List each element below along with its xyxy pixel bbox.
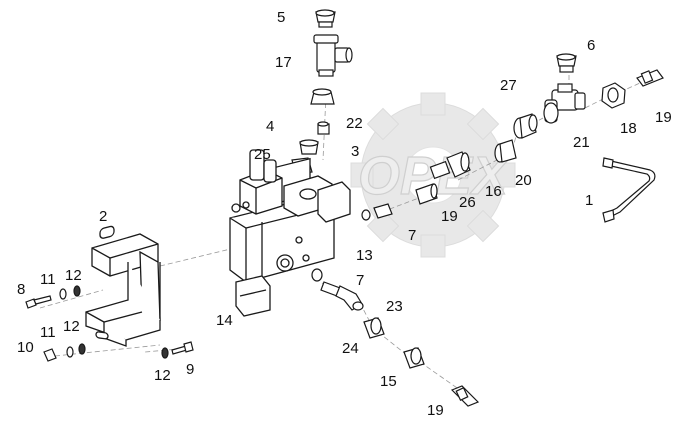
callout-11-lower: 11	[40, 324, 56, 341]
callout-22: 22	[346, 115, 363, 132]
callout-12-upper: 12	[65, 267, 82, 284]
part-fitting-19a	[636, 69, 664, 87]
part-bolt-8	[25, 295, 52, 309]
part-washer-12a	[73, 285, 81, 297]
callout-19-middle: 19	[441, 208, 458, 225]
callout-15: 15	[380, 373, 397, 390]
callout-18: 18	[620, 120, 637, 137]
part-fitting-20	[494, 139, 517, 163]
part-washer-12c	[161, 347, 169, 359]
callout-26: 26	[459, 194, 476, 211]
part-fitting-13	[361, 203, 393, 221]
part-bolt-9	[171, 341, 194, 355]
callout-25: 25	[254, 146, 271, 163]
part-washer-11b	[66, 346, 74, 358]
part-elbow-23	[320, 281, 364, 311]
part-washer-11a	[59, 288, 67, 300]
part-washer-12b	[78, 343, 86, 355]
part-fitting-16	[429, 151, 471, 180]
part-nut-18	[601, 82, 626, 109]
callout-4: 4	[266, 118, 274, 135]
part-fitting-22	[317, 121, 330, 135]
callout-27: 27	[500, 77, 517, 94]
part-tube-1	[602, 157, 656, 223]
part-fitting-24	[363, 317, 385, 339]
callout-14: 14	[216, 312, 233, 329]
part-plug-6	[556, 53, 577, 73]
part-tee-21	[543, 83, 586, 124]
callout-2: 2	[99, 208, 107, 225]
callout-19-top-right: 19	[655, 109, 672, 126]
valve-block-14	[229, 149, 351, 317]
part-tee-17	[313, 34, 353, 77]
part-oring-7	[311, 268, 323, 282]
callout-11-upper: 11	[40, 271, 56, 288]
part-fitting-15	[403, 347, 425, 369]
callout-20: 20	[515, 172, 532, 189]
part-fitting-26	[415, 183, 438, 205]
callout-23: 23	[386, 298, 403, 315]
callout-1: 1	[585, 192, 593, 209]
callout-6: 6	[587, 37, 595, 54]
part-fitting-27	[513, 113, 538, 139]
callout-12-bottom: 12	[154, 367, 171, 384]
callout-13: 13	[356, 247, 373, 264]
callout-7-upper: 7	[408, 227, 416, 244]
callout-16: 16	[485, 183, 502, 200]
callout-21: 21	[573, 134, 590, 151]
callout-labels: 5 17 6 27 18 19 21 4 22 3 25 16 20 1 2 1…	[17, 9, 672, 419]
callout-19-bottom: 19	[427, 402, 444, 419]
bracket-2	[85, 225, 161, 347]
callout-9: 9	[186, 361, 194, 378]
callout-8: 8	[17, 281, 25, 298]
part-plug-3	[299, 139, 319, 155]
callout-12-lower: 12	[63, 318, 80, 335]
callout-17: 17	[275, 54, 292, 71]
part-fitting-19b	[450, 385, 480, 407]
part-plug-5	[315, 9, 336, 28]
callout-10: 10	[17, 339, 34, 356]
callout-7-lower: 7	[356, 272, 364, 289]
callout-24: 24	[342, 340, 359, 357]
part-nut-10	[43, 348, 57, 362]
callout-3: 3	[351, 143, 359, 160]
callout-5: 5	[277, 9, 285, 26]
part-nut-top	[310, 88, 335, 105]
